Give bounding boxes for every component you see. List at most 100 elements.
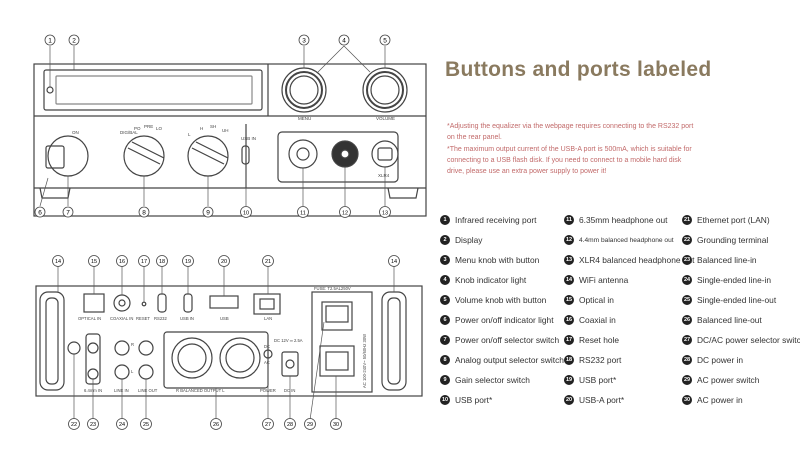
- svg-text:23: 23: [90, 422, 96, 428]
- jack-6-35mm[interactable]: [288, 139, 318, 169]
- xlr-out-l[interactable]: [219, 337, 261, 379]
- callout: 4: [338, 34, 350, 46]
- line-out-l[interactable]: [138, 364, 154, 380]
- line-in-r[interactable]: [114, 340, 130, 356]
- svg-text:9: 9: [206, 209, 210, 216]
- note-line: on the rear panel.: [447, 134, 502, 142]
- svg-text:24: 24: [119, 422, 125, 428]
- callout: 12: [339, 206, 351, 218]
- note-line: connecting to a USB flash disk. If you n…: [447, 156, 682, 164]
- front-usb-port[interactable]: [241, 145, 250, 165]
- page-title: Buttons and ports labeled: [445, 58, 712, 81]
- svg-text:8: 8: [142, 209, 146, 216]
- switch-a-label: LO: [156, 126, 163, 131]
- coaxial-in-label: COAXIAL IN: [110, 316, 133, 321]
- callout: 9: [202, 206, 214, 218]
- switch-a-label: DIG/BAL: [120, 130, 138, 135]
- callout: 17: [138, 255, 150, 267]
- svg-text:1: 1: [48, 37, 52, 44]
- svg-text:13: 13: [382, 210, 388, 216]
- callout: 6: [34, 206, 46, 218]
- balanced-output-label: R BALANCED OUTPUT L: [176, 388, 225, 393]
- reset-hole[interactable]: [141, 301, 147, 307]
- dc-label: DC: [264, 344, 270, 349]
- rear-chassis: [35, 285, 423, 397]
- usb-in-label: USB IN: [241, 136, 256, 141]
- svg-text:4: 4: [342, 37, 346, 44]
- xlr4-label: XLR4: [378, 173, 390, 178]
- ac-label: AC: [264, 360, 270, 365]
- svg-text:18: 18: [159, 259, 165, 265]
- svg-text:3: 3: [302, 37, 306, 44]
- switch-b-label: L: [188, 132, 191, 137]
- callout: 14: [52, 255, 64, 267]
- svg-text:5: 5: [383, 37, 387, 44]
- callout: 10: [240, 206, 252, 218]
- coaxial-in-port[interactable]: [113, 294, 131, 312]
- svg-text:12: 12: [342, 210, 348, 216]
- wifi-antenna-right: [381, 291, 407, 391]
- menu-label: MENU: [298, 116, 311, 121]
- callout: 2: [68, 34, 80, 46]
- switch-b-label: UH: [222, 128, 229, 133]
- svg-text:17: 17: [141, 259, 147, 265]
- power-selector-switch[interactable]: [47, 135, 89, 177]
- note-line: drive, please use an extra power supply …: [447, 168, 607, 176]
- menu-knob[interactable]: [281, 67, 327, 113]
- volume-knob[interactable]: [362, 67, 408, 113]
- line-in-l[interactable]: [114, 364, 130, 380]
- display: [43, 69, 263, 111]
- svg-text:15: 15: [91, 259, 97, 265]
- svg-text:6: 6: [38, 209, 42, 216]
- note-line: *Adjusting the equalizer via the webpage…: [447, 123, 694, 130]
- optical-in-label: OPTICAL IN: [78, 316, 101, 321]
- ac-power-in[interactable]: [319, 345, 355, 377]
- usb-label: USB: [220, 316, 229, 321]
- callout: 7: [62, 206, 74, 218]
- xlr-out-r[interactable]: [171, 337, 213, 379]
- usage-notes: *Adjusting the equalizer via the webpage…: [447, 121, 785, 177]
- callout: 19: [182, 255, 194, 267]
- callout: 28: [284, 418, 296, 430]
- l-label: L: [131, 369, 134, 374]
- ac-power-switch[interactable]: [321, 301, 353, 331]
- rear-usb-port[interactable]: [183, 293, 193, 313]
- jack-xlr4[interactable]: [371, 140, 399, 168]
- rs232-port[interactable]: [157, 293, 167, 313]
- callout: 8: [138, 206, 150, 218]
- switch-a-label: PO: [134, 126, 141, 131]
- lan-label: LAN: [264, 316, 272, 321]
- optical-in-port[interactable]: [83, 293, 105, 313]
- dc-spec-label: DC 12V ═ 2.5A: [274, 338, 303, 343]
- line-out-r[interactable]: [138, 340, 154, 356]
- lan-port[interactable]: [253, 293, 281, 315]
- usb-a-port[interactable]: [209, 295, 239, 309]
- grounding-terminal[interactable]: [67, 341, 81, 355]
- switch-a-label: PRE: [144, 124, 153, 129]
- svg-text:25: 25: [143, 422, 149, 428]
- svg-text:7: 7: [66, 209, 70, 216]
- svg-text:14: 14: [55, 259, 61, 265]
- svg-text:28: 28: [287, 422, 293, 428]
- callout: 15: [88, 255, 100, 267]
- dc-power-in[interactable]: [281, 351, 299, 377]
- rear-panel-diagram: OPTICAL IN COAXIAL IN RESET RS232 USB IN…: [35, 255, 423, 430]
